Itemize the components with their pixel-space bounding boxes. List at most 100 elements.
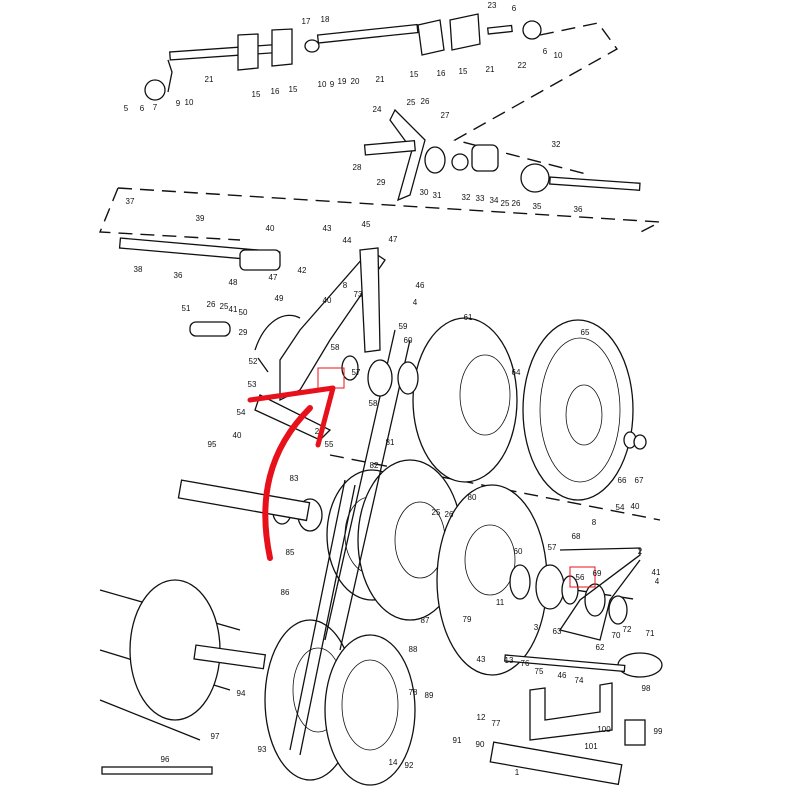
part-label: 29 <box>377 178 386 187</box>
part-label: 87 <box>421 616 430 625</box>
part-label: 72 <box>623 625 632 634</box>
part-labels: 17 18 21 15 16 15 10 9 19 20 21 15 16 15… <box>124 1 663 777</box>
lower-assembly <box>99 479 663 786</box>
part-label: 26 <box>421 97 430 106</box>
red-arrowhead-icon <box>247 385 336 448</box>
part-label: 92 <box>405 761 414 770</box>
part-label: 69 <box>593 569 602 578</box>
part-label: 10 <box>554 51 563 60</box>
part-label: 99 <box>654 727 663 736</box>
part-label: 6 <box>140 104 145 113</box>
part-label: 60 <box>514 547 523 556</box>
part-label: 11 <box>496 598 505 607</box>
part-label: 68 <box>572 532 581 541</box>
part-label: 89 <box>425 691 434 700</box>
part-label: 4 <box>413 298 418 307</box>
part-label: 59 <box>399 322 408 331</box>
part-label: 30 <box>420 188 429 197</box>
part-label: 8 <box>343 281 348 290</box>
part-label: 57 <box>352 368 361 377</box>
part-label: 77 <box>492 719 501 728</box>
part-label: 29 <box>239 328 248 337</box>
part-label: 3 <box>534 623 539 632</box>
part-label: 10 <box>318 80 327 89</box>
highlight-box-part-56-left <box>317 367 345 389</box>
part-label: 12 <box>477 713 486 722</box>
part-label: 63 <box>553 627 562 636</box>
part-label: 51 <box>182 304 191 313</box>
part-label: 41 <box>652 568 661 577</box>
part-label: 96 <box>161 755 170 764</box>
part-label: 5 <box>124 104 129 113</box>
part-label: 40 <box>233 431 242 440</box>
part-label: 65 <box>581 328 590 337</box>
part-label: 38 <box>134 265 143 274</box>
part-label: 91 <box>453 736 462 745</box>
part-label: 88 <box>409 645 418 654</box>
part-label: 60 <box>404 336 413 345</box>
part-label: 6 <box>543 47 548 56</box>
part-label: 2 <box>315 427 320 436</box>
part-label: 8 <box>592 518 597 527</box>
part-label: 22 <box>518 61 527 70</box>
part-label: 81 <box>386 438 395 447</box>
part-label: 35 <box>533 202 542 211</box>
part-label: 36 <box>574 205 583 214</box>
part-label: 58 <box>369 399 378 408</box>
part-label: 54 <box>616 503 625 512</box>
dashed-reference-lines <box>98 22 663 601</box>
part-label: 74 <box>575 676 584 685</box>
part-label: 15 <box>289 85 298 94</box>
part-label: 86 <box>281 588 290 597</box>
part-label: 40 <box>266 224 275 233</box>
part-label: 24 <box>373 105 382 114</box>
part-label: 34 <box>490 196 499 205</box>
part-label: 2 <box>638 547 643 556</box>
part-label: 21 <box>205 75 214 84</box>
part-label: 9 <box>330 80 335 89</box>
part-label: 17 <box>302 17 311 26</box>
red-arrow-icon <box>262 405 313 561</box>
part-label: 28 <box>353 163 362 172</box>
part-label: 56 <box>576 573 585 582</box>
part-label: 57 <box>548 543 557 552</box>
part-label: 48 <box>229 278 238 287</box>
part-label: 98 <box>642 684 651 693</box>
part-label: 19 <box>338 77 347 86</box>
part-label: 46 <box>416 281 425 290</box>
part-label: 25 <box>407 98 416 107</box>
part-label: 18 <box>321 15 330 24</box>
part-label: 67 <box>635 476 644 485</box>
part-label: 64 <box>512 368 521 377</box>
part-label: 4 <box>655 577 660 586</box>
part-label: 101 <box>584 742 598 751</box>
part-label: 90 <box>476 740 485 749</box>
part-label: 62 <box>596 643 605 652</box>
part-label: 49 <box>275 294 284 303</box>
upper-shaft-assembly <box>144 13 542 101</box>
pulleys <box>264 317 647 786</box>
part-label: 71 <box>646 629 655 638</box>
part-label: 40 <box>323 296 332 305</box>
part-label: 73 <box>354 290 363 299</box>
part-label: 44 <box>343 236 352 245</box>
part-label: 76 <box>521 659 530 668</box>
highlight-annotations <box>247 367 596 588</box>
part-label: 58 <box>331 343 340 352</box>
part-label: 41 <box>229 305 238 314</box>
part-label: 100 <box>597 725 611 734</box>
part-label: 40 <box>631 502 640 511</box>
part-label: 45 <box>362 220 371 229</box>
part-label: 23 <box>488 1 497 10</box>
part-label: 54 <box>237 408 246 417</box>
part-label: 32 <box>552 140 561 149</box>
highlight-box-part-56-right <box>569 566 596 588</box>
part-label: 47 <box>389 235 398 244</box>
part-label: 95 <box>208 440 217 449</box>
part-label: 26 <box>445 510 454 519</box>
part-label: 50 <box>239 308 248 317</box>
part-label: 83 <box>290 474 299 483</box>
part-label: 82 <box>370 461 379 470</box>
part-label: 36 <box>174 271 183 280</box>
part-label: 70 <box>612 631 621 640</box>
